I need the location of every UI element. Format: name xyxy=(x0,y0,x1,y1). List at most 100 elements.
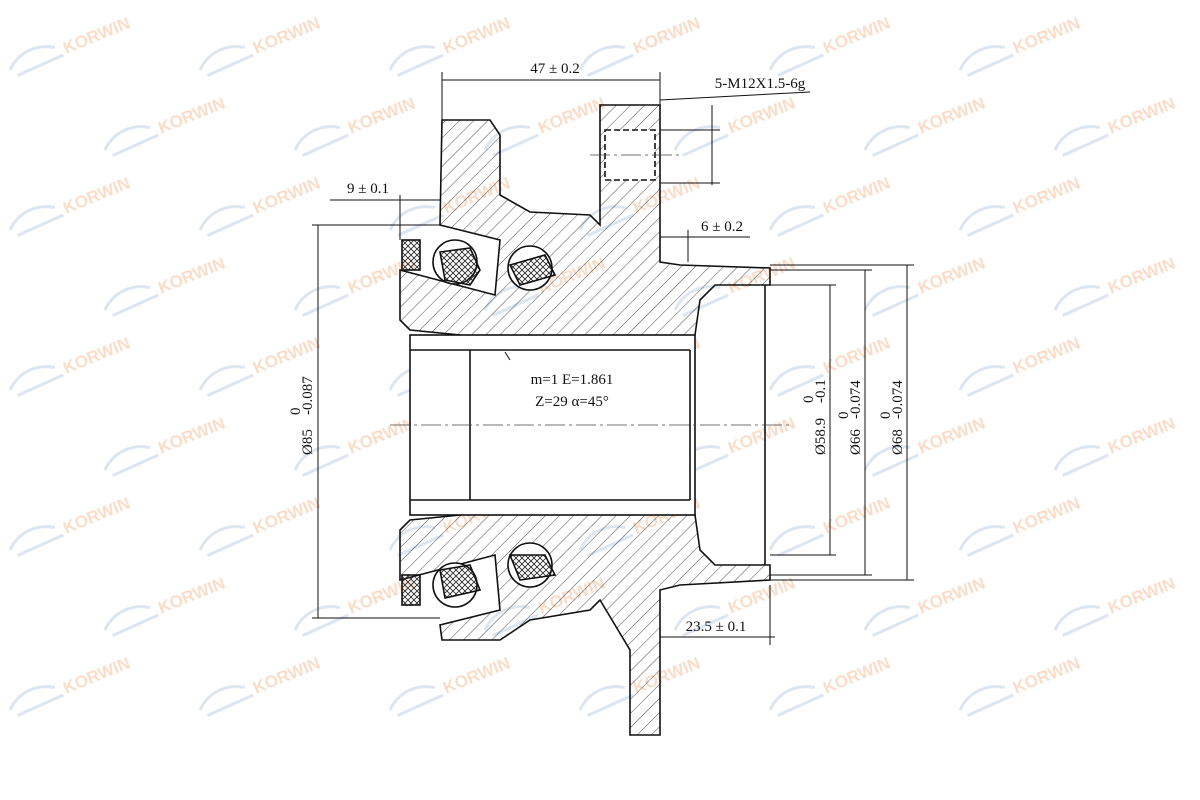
watermark-logo: KORWIN xyxy=(198,14,323,77)
watermark-logo: KORWIN xyxy=(103,414,228,477)
watermark-swoosh-icon xyxy=(8,45,64,77)
watermark-logo: KORWIN xyxy=(8,494,133,557)
watermark-swoosh-icon xyxy=(673,605,729,637)
watermark-text: KORWIN xyxy=(915,414,987,458)
watermark-logo: KORWIN xyxy=(293,94,418,157)
watermark-text: KORWIN xyxy=(60,174,132,218)
watermark-text: KORWIN xyxy=(60,14,132,58)
watermark-text: KORWIN xyxy=(915,94,987,138)
watermark-text: KORWIN xyxy=(820,654,892,698)
watermark-logo: KORWIN xyxy=(768,654,893,717)
watermark-text: KORWIN xyxy=(250,14,322,58)
watermark-logo: KORWIN xyxy=(388,14,513,77)
watermark-logo: KORWIN xyxy=(768,174,893,237)
dim-base: Ø85 xyxy=(300,429,316,455)
dimension-lines xyxy=(312,72,914,645)
watermark-text: KORWIN xyxy=(915,254,987,298)
dim-upper: 0 xyxy=(836,412,852,420)
watermark-text: KORWIN xyxy=(60,654,132,698)
watermark-swoosh-icon xyxy=(958,685,1014,717)
watermark-logo: KORWIN xyxy=(8,654,133,717)
watermark-logo: KORWIN xyxy=(8,334,133,397)
watermark-swoosh-icon xyxy=(198,525,254,557)
watermark-swoosh-icon xyxy=(1053,605,1109,637)
watermark-text: KORWIN xyxy=(820,174,892,218)
watermark-swoosh-icon xyxy=(768,525,824,557)
dim-upper: 0 xyxy=(288,408,304,416)
dim-bore-589: Ø58.9 0 -0.1 xyxy=(801,379,829,455)
watermark-logo: KORWIN xyxy=(198,654,323,717)
watermark-swoosh-icon xyxy=(1053,445,1109,477)
watermark-text: KORWIN xyxy=(250,334,322,378)
watermark-text: KORWIN xyxy=(1105,574,1177,618)
watermark-swoosh-icon xyxy=(768,365,824,397)
watermark-logo: KORWIN xyxy=(958,334,1083,397)
dim-left-offset: 9 ± 0.1 xyxy=(347,181,389,197)
watermark-swoosh-icon xyxy=(388,205,444,237)
watermark-swoosh-icon xyxy=(768,45,824,77)
watermark-logo: KORWIN xyxy=(578,14,703,77)
watermark-logo: KORWIN xyxy=(958,654,1083,717)
watermark-logo: KORWIN xyxy=(8,14,133,77)
watermark-text: KORWIN xyxy=(155,94,227,138)
dim-base: Ø58.9 xyxy=(813,418,829,455)
watermark-logo: KORWIN xyxy=(1053,414,1178,477)
watermark-text: KORWIN xyxy=(1010,14,1082,58)
watermark-text: KORWIN xyxy=(250,174,322,218)
watermark-swoosh-icon xyxy=(958,525,1014,557)
watermark-swoosh-icon xyxy=(958,205,1014,237)
watermark-swoosh-icon xyxy=(863,125,919,157)
watermark-swoosh-icon xyxy=(388,45,444,77)
dim-thread: 5-M12X1.5-6g xyxy=(715,76,806,92)
watermark-logo: KORWIN xyxy=(198,494,323,557)
watermark-swoosh-icon xyxy=(958,365,1014,397)
watermark-swoosh-icon xyxy=(863,445,919,477)
watermark-text: KORWIN xyxy=(1105,94,1177,138)
watermark-text: KORWIN xyxy=(1010,654,1082,698)
dim-spigot-66: Ø66 0 -0.074 xyxy=(836,380,864,455)
spline-spec-line2: Z=29 α=45° xyxy=(535,394,609,410)
watermark-text: KORWIN xyxy=(250,494,322,538)
watermark-swoosh-icon xyxy=(293,285,349,317)
watermark-text: KORWIN xyxy=(915,574,987,618)
watermark-swoosh-icon xyxy=(293,445,349,477)
bearing-rollers xyxy=(401,239,557,608)
dim-flange-width: 47 ± 0.2 xyxy=(530,61,579,77)
watermark-logo: KORWIN xyxy=(958,174,1083,237)
watermark-logo: KORWIN xyxy=(8,174,133,237)
watermark-swoosh-icon xyxy=(8,525,64,557)
watermark-logo: KORWIN xyxy=(103,94,228,157)
watermark-swoosh-icon xyxy=(198,685,254,717)
watermark-text: KORWIN xyxy=(440,654,512,698)
watermark-swoosh-icon xyxy=(958,45,1014,77)
dim-outer-diameter: Ø85 0 -0.087 xyxy=(288,376,316,455)
watermark-logo: KORWIN xyxy=(673,94,798,157)
watermark-swoosh-icon xyxy=(293,125,349,157)
watermark-text: KORWIN xyxy=(155,574,227,618)
watermark-swoosh-icon xyxy=(198,205,254,237)
dim-spigot-68: Ø68 0 -0.074 xyxy=(878,380,906,455)
dim-upper: 0 xyxy=(878,412,894,420)
watermark-logo: KORWIN xyxy=(768,14,893,77)
watermark-swoosh-icon xyxy=(8,205,64,237)
watermark-swoosh-icon xyxy=(768,205,824,237)
watermark-swoosh-icon xyxy=(768,685,824,717)
watermark-text: KORWIN xyxy=(345,94,417,138)
watermark-text: KORWIN xyxy=(630,14,702,58)
dim-base: Ø68 xyxy=(890,429,906,455)
dim-lower: -0.074 xyxy=(848,380,864,419)
watermark-text: KORWIN xyxy=(345,414,417,458)
center-lines xyxy=(390,154,790,426)
watermark-logo: KORWIN xyxy=(768,494,893,557)
watermark-swoosh-icon xyxy=(863,605,919,637)
watermark-text: KORWIN xyxy=(1010,334,1082,378)
watermark-logo: KORWIN xyxy=(863,574,988,637)
watermark-logo: KORWIN xyxy=(198,174,323,237)
watermark-text: KORWIN xyxy=(250,654,322,698)
watermark-text: KORWIN xyxy=(1010,494,1082,538)
watermark-swoosh-icon xyxy=(103,605,159,637)
watermark-logo: KORWIN xyxy=(863,94,988,157)
watermark-swoosh-icon xyxy=(103,445,159,477)
watermark-logo: KORWIN xyxy=(863,254,988,317)
